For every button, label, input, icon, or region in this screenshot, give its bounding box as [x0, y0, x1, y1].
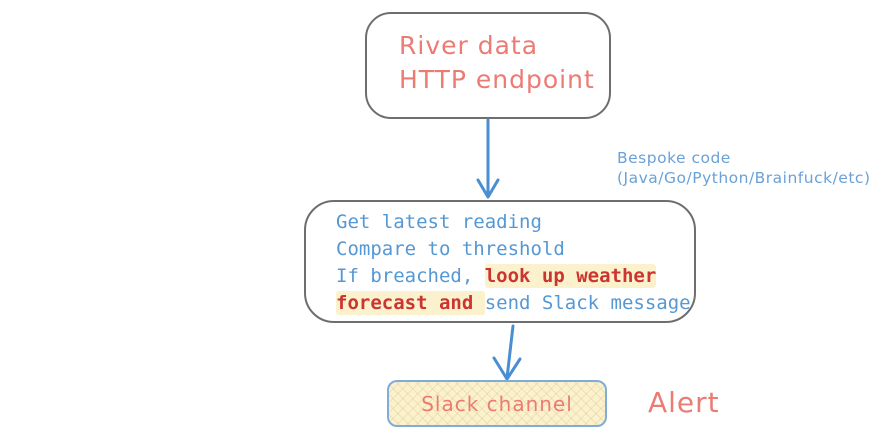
bespoke-code-line-1: Bespoke code: [617, 149, 731, 167]
process-line-4-highlight: forecast and: [336, 291, 485, 315]
slack-channel-box: Slack channel: [387, 380, 607, 427]
process-line-4: forecast and send Slack message: [336, 290, 694, 317]
process-line-1: Get latest reading: [336, 211, 542, 233]
process-line-3: If breached, look up weather: [336, 263, 694, 290]
process-line-2: Compare to threshold: [336, 238, 565, 260]
source-box-line-1: River data: [399, 31, 539, 60]
process-line-3-normal: If breached,: [336, 265, 485, 287]
process-line-4-normal: send Slack message: [484, 292, 691, 314]
alert-label: Alert: [648, 386, 720, 419]
process-line-3-highlight: look up weather: [484, 264, 657, 288]
process-box: Get latest reading Compare to threshold …: [304, 200, 696, 323]
source-box-line-2: HTTP endpoint: [399, 65, 595, 94]
arrow-down-icon: [492, 324, 522, 381]
slack-channel-label: Slack channel: [421, 391, 573, 416]
bespoke-code-line-2: (Java/Go/Python/Brainfuck/etc): [617, 169, 871, 187]
river-data-source-box: River data HTTP endpoint: [365, 12, 611, 119]
bespoke-code-annotation: Bespoke code (Java/Go/Python/Brainfuck/e…: [617, 148, 871, 188]
arrow-down-icon: [476, 118, 500, 199]
